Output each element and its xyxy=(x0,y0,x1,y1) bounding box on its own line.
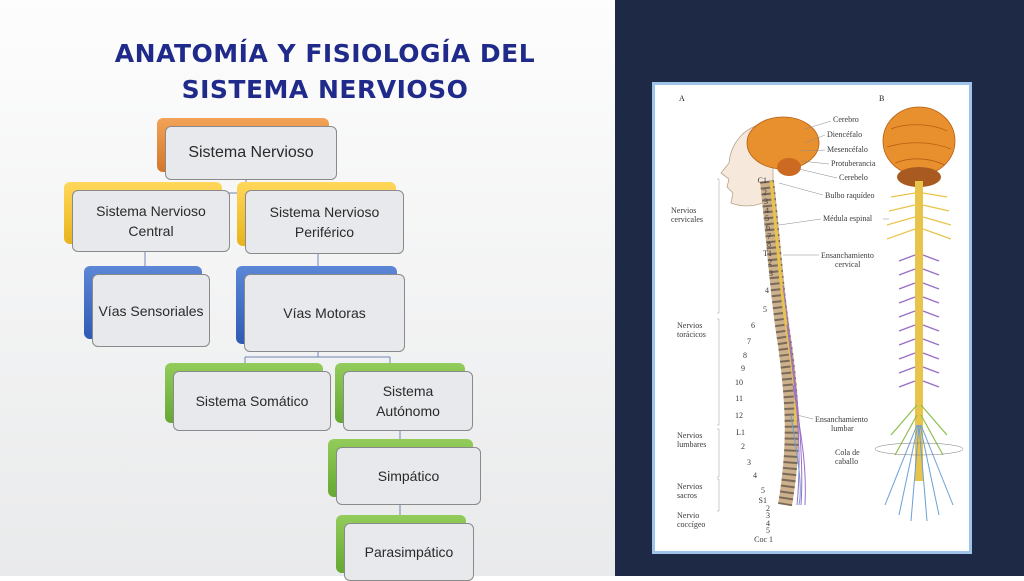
cerebellum-side xyxy=(777,158,801,176)
label-medula: Médula espinal xyxy=(823,214,873,223)
spine-number: 8 xyxy=(743,351,747,360)
spine-number: 5 xyxy=(763,305,767,314)
nervous-system-figure: A B Nervios cervicales Nervios torácico xyxy=(652,82,972,554)
label-ens-cervical-1: Ensanchamiento xyxy=(821,251,874,260)
node-sistema-autonomo: Sistema Autónomo xyxy=(335,363,473,431)
node-label: Vías Motoras xyxy=(244,274,405,352)
spine-number: 4 xyxy=(765,286,769,295)
label-cervicales-2: cervicales xyxy=(671,215,703,224)
label-cervicales-1: Nervios xyxy=(671,206,696,215)
thoracic-nerves-front xyxy=(898,254,940,388)
spine-number: 2 xyxy=(763,188,767,197)
spine-number: 10 xyxy=(735,378,743,387)
node-sistema-somatico: Sistema Somático xyxy=(165,363,331,431)
title-line-2: SISTEMA NERVIOSO xyxy=(181,75,469,104)
label-bulbo: Bulbo raquídeo xyxy=(825,191,875,200)
node-label: Sistema Nervioso xyxy=(165,126,337,180)
label-coccigeo-2: coccígeo xyxy=(677,520,705,529)
label-mesencefalo: Mesencéfalo xyxy=(827,145,868,154)
label-lumbares-2: lumbares xyxy=(677,440,706,449)
label-diencefalo: Diencéfalo xyxy=(827,130,862,139)
spine-number: T1 xyxy=(763,249,772,258)
spine-number: 4 xyxy=(753,471,757,480)
cerebellum-front xyxy=(897,167,941,187)
spine-number: 3 xyxy=(764,197,768,206)
node-sistema-nervioso-central: Sistema Nervioso Central xyxy=(64,182,230,252)
spine-number: 4 xyxy=(765,206,769,215)
spine-number: S1 xyxy=(759,496,767,505)
spine-number: 11 xyxy=(735,394,743,403)
spine-numbers: C1 2 3 4 5 6 7 8 T1 2 3 4 5 6 7 8 9 10 1… xyxy=(735,176,773,544)
spine-number: 7 xyxy=(747,337,751,346)
spine-number: 12 xyxy=(735,411,743,420)
node-label: Vías Sensoriales xyxy=(92,274,210,347)
left-labels: Nervios cervicales Nervios torácicos Ner… xyxy=(671,178,720,529)
label-ens-lumbar-2: lumbar xyxy=(831,424,854,433)
node-label: Sistema Nervioso Central xyxy=(72,190,230,252)
spine-number: 3 xyxy=(766,511,770,520)
spine-number: 7 xyxy=(767,232,771,241)
node-vias-sensoriales: Vías Sensoriales xyxy=(84,266,210,347)
slide-title: ANATOMÍA Y FISIOLOGÍA DEL SISTEMA NERVIO… xyxy=(60,36,590,108)
node-label: Sistema Nervioso Periférico xyxy=(245,190,404,254)
label-toracicos-1: Nervios xyxy=(677,321,702,330)
node-vias-motoras: Vías Motoras xyxy=(236,266,405,352)
spine-number: L1 xyxy=(736,428,745,437)
label-lumbares-1: Nervios xyxy=(677,431,702,440)
node-label: Sistema Autónomo xyxy=(343,371,473,431)
node-parasimpatico: Parasimpático xyxy=(336,515,474,581)
panel-label-a: A xyxy=(679,94,685,103)
node-simpatico: Simpático xyxy=(328,439,481,505)
title-line-1: ANATOMÍA Y FISIOLOGÍA DEL xyxy=(114,39,536,68)
node-label: Parasimpático xyxy=(344,523,474,581)
label-ens-lumbar-1: Ensanchamiento xyxy=(815,415,868,424)
spine-number: 2 xyxy=(741,442,745,451)
label-protuberancia: Protuberancia xyxy=(831,159,876,168)
spine-number: 2 xyxy=(766,504,770,513)
panel-label-b: B xyxy=(879,94,884,103)
spine-number: 6 xyxy=(766,223,770,232)
node-sistema-nervioso-periferico: Sistema Nervioso Periférico xyxy=(237,182,404,254)
label-cerebro: Cerebro xyxy=(833,115,859,124)
spine-number: C1 xyxy=(758,176,767,185)
front-view-figure xyxy=(874,106,964,522)
spine-number: 5 xyxy=(761,486,765,495)
label-cola-1: Cola de xyxy=(835,448,860,457)
spine-number: Coc 1 xyxy=(754,535,773,544)
label-cola-2: caballo xyxy=(835,457,858,466)
label-leader-lines xyxy=(778,120,889,420)
cervical-nerves-front xyxy=(886,192,952,240)
spinal-cord-front xyxy=(915,181,923,481)
label-sacros-1: Nervios xyxy=(677,482,702,491)
spine-number: 9 xyxy=(741,364,745,373)
label-coccigeo-1: Nervio xyxy=(677,511,699,520)
spine-number: 3 xyxy=(747,458,751,467)
node-sistema-nervioso: Sistema Nervioso xyxy=(157,118,337,180)
spine-number: 5 xyxy=(766,526,770,535)
spine-number: 6 xyxy=(751,321,755,330)
spine-number: 4 xyxy=(766,519,770,528)
lumbar-nerves-front xyxy=(890,404,948,456)
vertebral-column xyxy=(760,180,799,507)
spine-number: 2 xyxy=(768,258,772,267)
right-labels: Cerebro Diencéfalo Mesencéfalo Protubera… xyxy=(778,115,889,466)
spine-number: 3 xyxy=(769,269,773,278)
label-sacros-2: sacros xyxy=(677,491,697,500)
node-label: Sistema Somático xyxy=(173,371,331,431)
spine-number: 5 xyxy=(765,214,769,223)
figure-illustration: A B Nervios cervicales Nervios torácico xyxy=(671,94,964,544)
cauda-equina-front xyxy=(884,424,954,522)
side-view-figure xyxy=(720,116,820,507)
spine-number: 8 xyxy=(767,240,771,249)
node-label: Simpático xyxy=(336,447,481,505)
label-toracicos-2: torácicos xyxy=(677,330,706,339)
label-ens-cervical-2: cervical xyxy=(835,260,861,269)
label-cerebelo: Cerebelo xyxy=(839,173,868,182)
